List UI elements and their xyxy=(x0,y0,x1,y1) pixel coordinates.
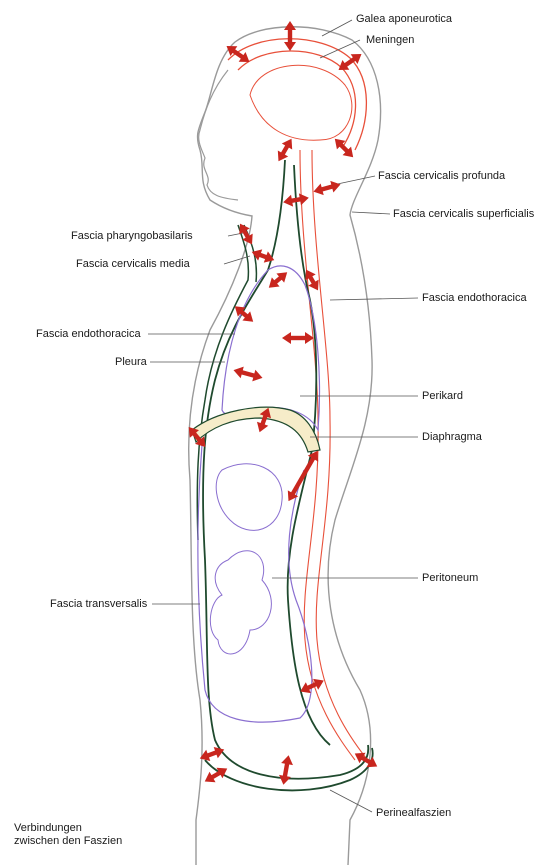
double-arrow-icon xyxy=(331,135,358,162)
double-arrow-icon xyxy=(312,179,342,198)
double-arrow-icon xyxy=(284,21,296,51)
label-pleura: Pleura xyxy=(115,356,147,369)
fascia-anterior-line xyxy=(197,225,256,540)
label-fascia-cervicalis-media: Fascia cervicalis media xyxy=(76,258,190,271)
label-fascia-endothoracica-right: Fascia endothoracica xyxy=(422,292,527,305)
double-arrow-icon xyxy=(282,332,314,344)
pleura-line xyxy=(222,266,319,430)
double-arrow-icon xyxy=(232,364,264,383)
label-fascia-endothoracica-left: Fascia endothoracica xyxy=(36,328,141,341)
double-arrow-icon xyxy=(265,268,291,293)
double-arrow-icon xyxy=(335,49,365,75)
pelvic-floor xyxy=(205,748,373,790)
label-galea-aponeurotica: Galea aponeurotica xyxy=(356,13,452,26)
label-meningen: Meningen xyxy=(366,34,414,47)
label-peritoneum: Peritoneum xyxy=(422,572,478,585)
label-perinealfaszien: Perinealfaszien xyxy=(376,807,451,820)
label-fascia-transversalis: Fascia transversalis xyxy=(50,598,147,611)
label-diaphragma: Diaphragma xyxy=(422,431,482,444)
double-arrow-icon xyxy=(277,754,294,786)
face-profile xyxy=(199,70,238,200)
intestines-outline xyxy=(210,551,271,654)
label-fascia-cervicalis-superficialis: Fascia cervicalis superficialis xyxy=(393,208,534,221)
double-arrow-icon xyxy=(202,763,231,786)
label-perikard: Perikard xyxy=(422,390,463,403)
stomach-outline xyxy=(216,464,282,531)
caption-line-2: zwischen den Faszien xyxy=(14,835,122,848)
label-fascia-pharyngobasilaris: Fascia pharyngobasilaris xyxy=(71,230,193,243)
brain-outline xyxy=(250,65,352,140)
caption-line-1: Verbindungen xyxy=(14,822,122,835)
meninges-line xyxy=(228,39,366,150)
double-arrow-icon xyxy=(273,136,296,165)
label-fascia-cervicalis-profunda: Fascia cervicalis profunda xyxy=(378,170,505,183)
double-arrow-icon xyxy=(223,41,253,67)
caption: Verbindungen zwischen den Faszien xyxy=(14,822,122,848)
fascia-deep-line xyxy=(203,160,368,779)
